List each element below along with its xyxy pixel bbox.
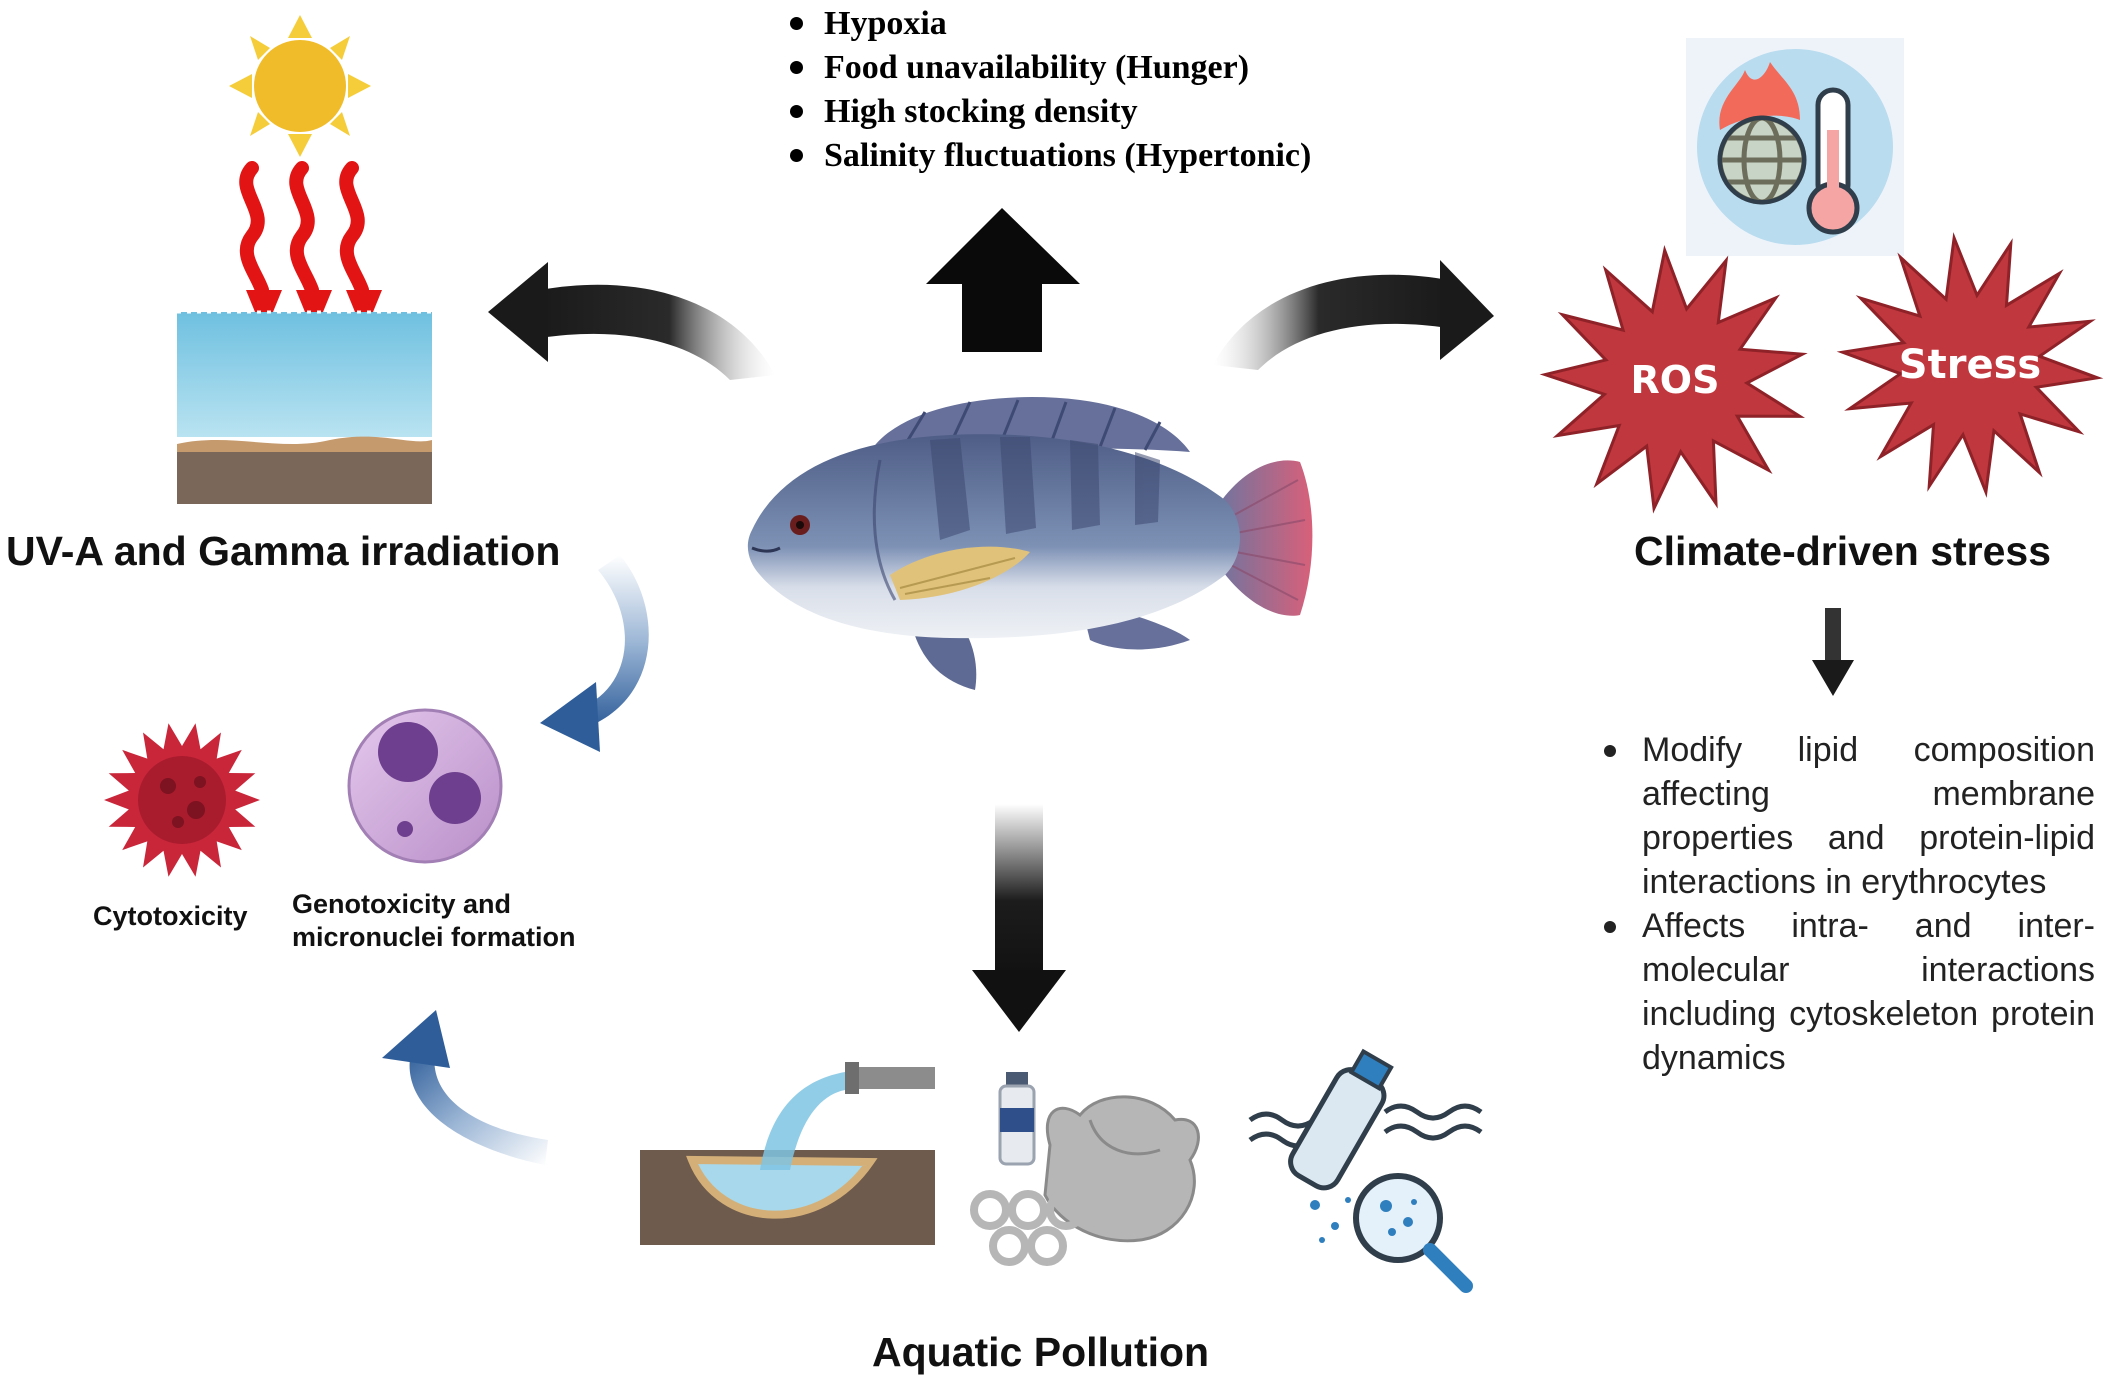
microplastic-magnifier-icon [1248,1048,1483,1293]
ros-label: ROS [1631,358,1720,402]
heat-wave-icon [239,161,369,297]
micronucleus-cell-icon [347,708,503,864]
arrow-to-stressors [926,208,1080,352]
genotoxicity-label-line1: Genotoxicity and [292,889,512,919]
fish-icon [747,397,1313,690]
stressor-item: High stocking density [782,90,1311,134]
pollution-label: Aquatic Pollution [872,1329,1210,1375]
plastic-waste-icon [970,1072,1200,1266]
flow-arrow-pollution-to-cells [382,1010,548,1165]
arrow-to-pollution [972,804,1066,1032]
stressors-list: Hypoxia Food unavailability (Hunger) Hig… [782,2,1311,178]
thermometer-icon [1806,87,1860,235]
effluent-pipe-icon [640,1062,935,1245]
effect-item: Modify lipid composition affecting membr… [1600,728,2095,904]
flow-arrow-uv-to-cells [540,555,649,752]
climate-effects-list: Modify lipid composition affecting membr… [1600,728,2095,1080]
stress-burst-icon: Stress [1836,232,2104,498]
cytotoxic-cell-icon [104,723,260,877]
uv-label: UV-A and Gamma irradiation [6,528,561,574]
ros-burst-icon: ROS [1539,244,1808,514]
climate-label: Climate-driven stress [1634,528,2052,574]
cytotoxicity-label: Cytotoxicity [93,901,248,931]
genotoxicity-label-line2: micronuclei formation [292,922,576,952]
water-surface-icon [177,310,432,504]
arrow-to-effects [1812,608,1854,696]
stressor-item: Hypoxia [782,2,1311,46]
stress-label: Stress [1899,342,2041,388]
stressor-item: Food unavailability (Hunger) [782,46,1311,90]
sun-icon [229,15,371,157]
arrow-to-climate [1213,260,1494,370]
effect-item: Affects intra- and inter-molecular inter… [1600,904,2095,1080]
arrow-to-uv [488,262,775,380]
stressor-item: Salinity fluctuations (Hypertonic) [782,134,1311,178]
global-warming-icon [1686,38,1904,256]
